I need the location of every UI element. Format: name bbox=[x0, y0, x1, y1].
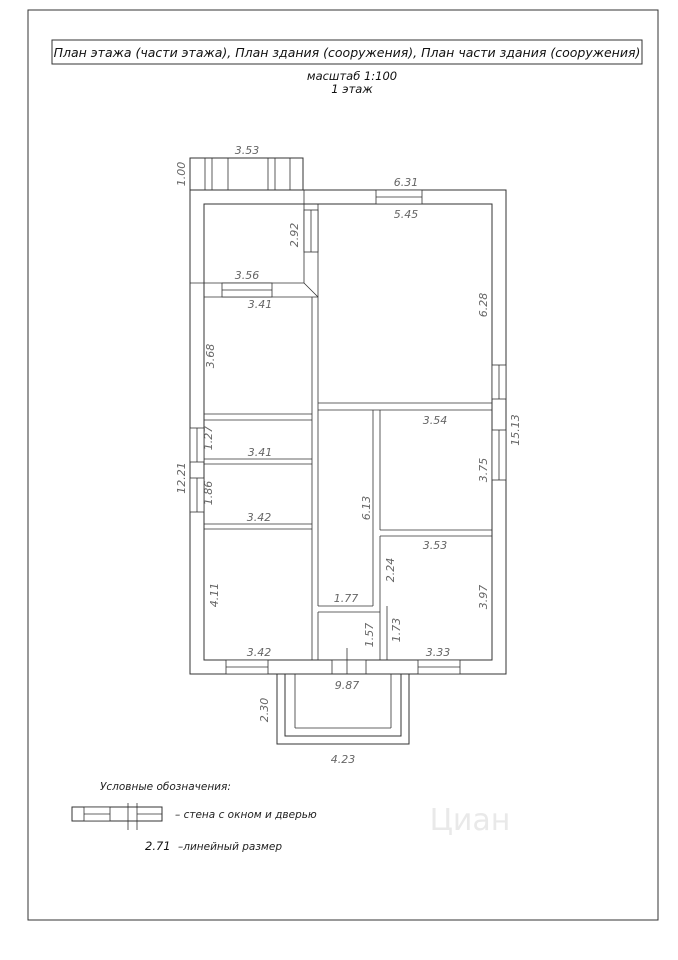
dim-small-room-width: 3.41 bbox=[248, 446, 273, 459]
legend: Условные обозначения: – стена с окном и … bbox=[71, 781, 317, 853]
dim-small-room-height: 1.27 bbox=[202, 426, 215, 451]
legend-dim-sample: 2.71 bbox=[145, 839, 171, 853]
dim-room-mid-right-height: 3.75 bbox=[477, 458, 490, 483]
dim-room-bottom-right-width: 3.53 bbox=[423, 539, 448, 552]
dim-vestibule-width: 3.56 bbox=[235, 269, 260, 282]
dim-porch-depth: 1.00 bbox=[175, 162, 188, 187]
dim-right-total: 15.13 bbox=[509, 414, 522, 446]
dim-room-top-right-height: 6.28 bbox=[477, 293, 490, 318]
dim-closet-height: 1.57 bbox=[363, 623, 376, 648]
dim-porch-width: 3.53 bbox=[235, 144, 260, 157]
dim-bottom-total: 9.87 bbox=[335, 679, 360, 692]
legend-dim-label: –линейный размер bbox=[178, 841, 282, 853]
dim-bottom-right-width: 3.33 bbox=[426, 646, 451, 659]
windows bbox=[189, 189, 507, 675]
dim-left-total: 12.21 bbox=[175, 462, 188, 494]
dim-bath-height: 1.86 bbox=[202, 481, 215, 506]
dim-corridor-length: 6.13 bbox=[360, 496, 373, 521]
dim-terrace-depth: 2.30 bbox=[258, 698, 271, 723]
sheet-frame bbox=[27, 9, 659, 921]
porch bbox=[189, 157, 304, 191]
title-box bbox=[51, 39, 643, 65]
legend-wall-label: – стена с окном и дверью bbox=[175, 809, 317, 821]
dim-room-left-top-width: 3.41 bbox=[248, 298, 273, 311]
plan-title: План этажа (части этажа), План здания (с… bbox=[54, 45, 641, 60]
dim-room-bottom-right-height-b: 3.97 bbox=[477, 585, 490, 610]
dim-room-left-top-height: 3.68 bbox=[204, 344, 217, 369]
floor-label: 1 этаж bbox=[331, 82, 373, 96]
dim-bath-width: 3.42 bbox=[247, 511, 272, 524]
dim-room-mid-right-width: 3.54 bbox=[423, 414, 448, 427]
dim-room-bottom-left-height: 4.11 bbox=[208, 583, 221, 608]
dim-vestibule-height: 2.92 bbox=[288, 223, 301, 248]
terrace bbox=[276, 673, 410, 745]
dim-terrace-width: 4.23 bbox=[331, 753, 356, 766]
dim-room-bottom-left-width: 3.42 bbox=[247, 646, 272, 659]
plan-scale: масштаб 1:100 bbox=[307, 69, 397, 83]
watermark: Циан bbox=[430, 803, 511, 838]
dim-room-top-right-width: 5.45 bbox=[394, 208, 419, 221]
dim-side-height: 1.73 bbox=[390, 618, 403, 643]
dim-room-bottom-right-height-a: 2.24 bbox=[384, 558, 397, 583]
legend-title: Условные обозначения: bbox=[100, 781, 231, 793]
dim-closet-width: 1.77 bbox=[334, 592, 359, 605]
dim-outer-top: 6.31 bbox=[394, 176, 419, 189]
